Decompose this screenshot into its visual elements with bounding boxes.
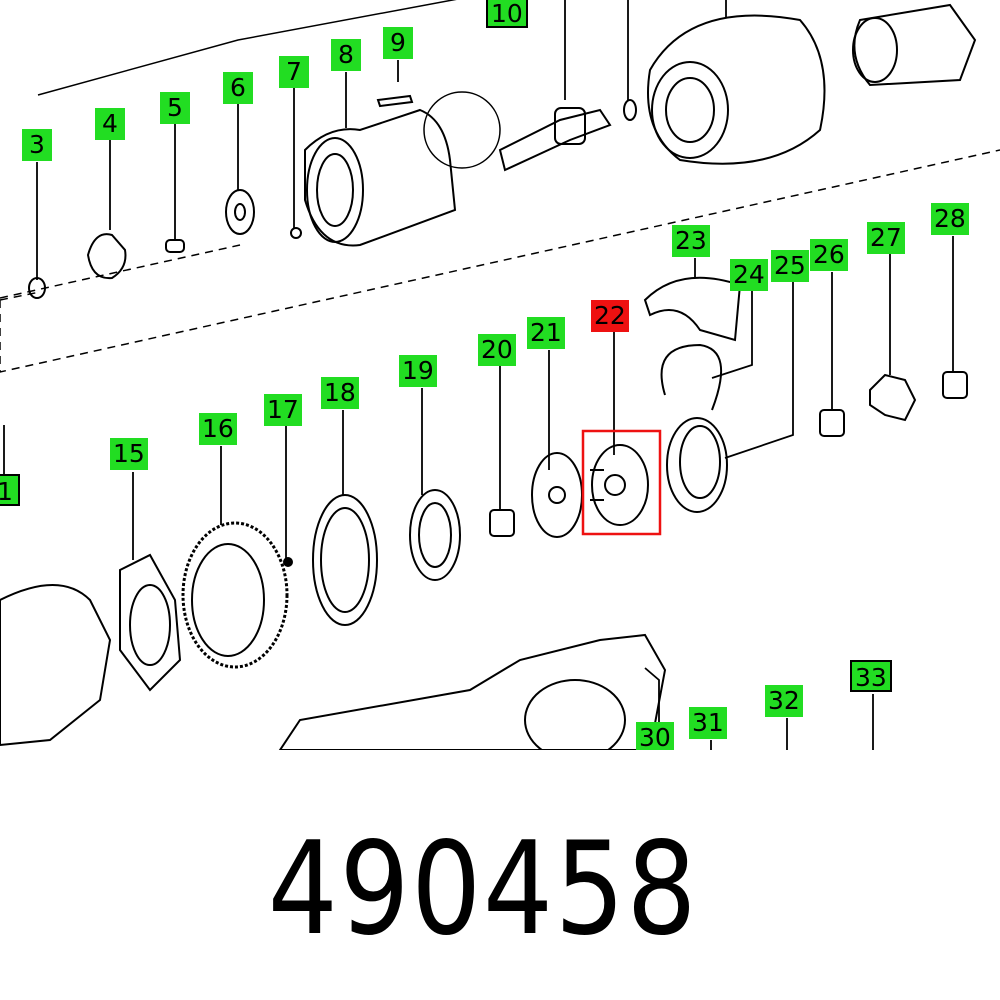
callout-23[interactable]: 23 xyxy=(672,225,710,257)
callout-30[interactable]: 30 xyxy=(636,722,674,750)
part-23-bracket xyxy=(643,276,742,342)
callout-7[interactable]: 7 xyxy=(279,56,309,88)
callout-25[interactable]: 25 xyxy=(771,250,809,282)
leader-lines xyxy=(3,0,954,750)
callout-21[interactable]: 21 xyxy=(527,317,565,349)
part-16-gear-ring xyxy=(181,521,289,669)
callout-10[interactable]: 10 xyxy=(486,0,528,28)
callout-27[interactable]: 27 xyxy=(867,222,905,254)
callout-16[interactable]: 16 xyxy=(199,413,237,445)
part-number: 490458 xyxy=(267,815,699,964)
part-22-highlight-box xyxy=(581,429,662,536)
callout-20[interactable]: 20 xyxy=(478,334,516,366)
part-8-housing xyxy=(304,108,457,247)
callout-31[interactable]: 31 xyxy=(689,707,727,739)
parts xyxy=(0,3,977,750)
callout-5[interactable]: 5 xyxy=(160,92,190,124)
callout-32[interactable]: 32 xyxy=(765,685,803,717)
assembly-boundary-top xyxy=(37,0,457,96)
part-25-ring-gear xyxy=(666,417,728,513)
part-10-spindle xyxy=(498,108,612,172)
part-20-needle xyxy=(489,509,515,537)
motor-housing xyxy=(0,584,112,747)
main-housing xyxy=(278,633,667,750)
part-8-clutch-cap xyxy=(423,91,501,169)
exploded-parts-diagram: 1 3 4 5 6 7 8 9 10 15 16 17 18 19 20 21 … xyxy=(0,0,1000,750)
callout-33[interactable]: 33 xyxy=(850,660,892,692)
part-26-needle xyxy=(819,409,845,437)
part-19-ring xyxy=(409,489,461,581)
callout-18[interactable]: 18 xyxy=(321,377,359,409)
callout-9[interactable]: 9 xyxy=(383,27,413,59)
callout-28[interactable]: 28 xyxy=(931,203,969,235)
part-17-ball xyxy=(283,557,293,567)
part-27-planet-carrier xyxy=(869,373,917,422)
parts-drawing xyxy=(0,0,1000,750)
callout-19[interactable]: 19 xyxy=(399,355,437,387)
callout-6[interactable]: 6 xyxy=(223,72,253,104)
callout-3[interactable]: 3 xyxy=(22,129,52,161)
part-28-needle xyxy=(942,371,968,399)
callout-1[interactable]: 1 xyxy=(0,474,20,506)
part-15-housing xyxy=(119,553,182,692)
part-22-planet-carrier xyxy=(591,444,649,526)
callout-4[interactable]: 4 xyxy=(95,108,125,140)
part-5-pin xyxy=(165,239,185,253)
callout-17[interactable]: 17 xyxy=(264,394,302,426)
part-9-key xyxy=(376,94,414,108)
callout-26[interactable]: 26 xyxy=(810,239,848,271)
callout-22-highlighted[interactable]: 22 xyxy=(591,300,629,332)
circlip xyxy=(623,99,637,121)
callout-15[interactable]: 15 xyxy=(110,438,148,470)
part-21-disc xyxy=(531,452,583,538)
part-4-knob xyxy=(86,233,127,280)
adapter xyxy=(853,3,977,87)
callout-8[interactable]: 8 xyxy=(331,39,361,71)
part-3-ring xyxy=(28,277,46,299)
part-6-washer xyxy=(225,189,255,235)
callout-24[interactable]: 24 xyxy=(730,259,768,291)
part-18-ring xyxy=(312,494,378,626)
chuck xyxy=(647,14,826,165)
part-24-spring xyxy=(660,343,723,411)
part-7-ball xyxy=(290,227,302,239)
assembly-boundary xyxy=(0,149,1000,373)
